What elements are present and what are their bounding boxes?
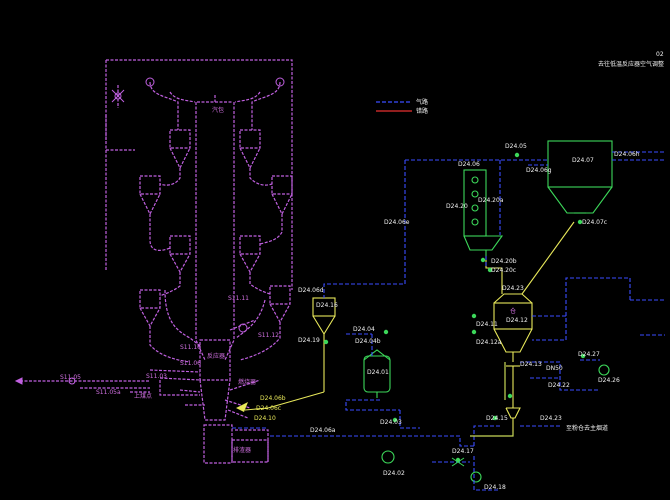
tag-d2401: D24.01 bbox=[367, 369, 389, 376]
furnace-low-label: 燃烧器 bbox=[238, 378, 256, 386]
filter-d2420 bbox=[463, 169, 487, 237]
tag-d2406g: D24.06g bbox=[526, 167, 552, 174]
furnace-bottom-label: 排渣器 bbox=[233, 446, 251, 454]
tag-dn50: DN50 bbox=[546, 365, 563, 372]
tag-s11-03: S11.03 bbox=[146, 373, 167, 380]
tag-d2411: D24.11 bbox=[476, 321, 498, 328]
left-cyclone-3 bbox=[169, 235, 191, 255]
legend-gas-label: 气路 bbox=[416, 98, 428, 106]
tag-d2406e: D24.06e bbox=[384, 219, 410, 226]
tag-s11-12: S11.12 bbox=[258, 332, 279, 339]
tag-s11-11: S11.11 bbox=[228, 295, 249, 302]
tag-d2403: D24.03 bbox=[380, 419, 402, 426]
left-cyclone-2 bbox=[169, 129, 191, 149]
right-cyclone-1 bbox=[239, 129, 261, 149]
tag-d2417: D24.17 bbox=[452, 448, 474, 455]
riser-left-wall bbox=[195, 102, 206, 361]
tag-d2412a: D24.12a bbox=[476, 339, 502, 346]
legend bbox=[376, 101, 412, 112]
tag-s11-05: S11.05 bbox=[60, 374, 81, 381]
tag-d2404: D24.04 bbox=[353, 326, 375, 333]
yellow-arrow bbox=[236, 402, 248, 412]
cfb-boiler-group bbox=[20, 59, 293, 464]
tag-d2415: D24.15 bbox=[486, 415, 508, 422]
drum-valve-right bbox=[275, 77, 285, 87]
top-right-code: 02 bbox=[656, 51, 664, 58]
right-cyclone-2 bbox=[271, 175, 293, 195]
tag-d2413: D24.13 bbox=[520, 361, 542, 368]
feed-line bbox=[470, 362, 514, 437]
bin-d2407 bbox=[547, 140, 613, 188]
rotary-feeder bbox=[505, 407, 521, 419]
left-cyclone-1 bbox=[139, 175, 161, 195]
tag-d2407c: D24.07c bbox=[582, 219, 607, 226]
separator-d2412 bbox=[493, 302, 533, 330]
discharge-label: 至粉仓去主烟道 bbox=[566, 424, 608, 432]
tag-d2416: D24.16 bbox=[316, 302, 338, 309]
tag-s11-10: S11.10 bbox=[180, 344, 201, 351]
tag-d2402: D24.02 bbox=[383, 470, 405, 477]
right-cyclone-4 bbox=[269, 285, 291, 305]
tag-d2405: D24.05 bbox=[505, 143, 527, 150]
inlet-label: 上煤点 bbox=[134, 392, 152, 400]
tag-d2420: D24.20 bbox=[446, 203, 468, 210]
furnace-body bbox=[199, 339, 231, 381]
valve-d2417-icon[interactable] bbox=[451, 457, 465, 467]
pump-d2402[interactable] bbox=[381, 450, 395, 464]
slag-discharger bbox=[203, 424, 233, 464]
drum-label: 汽包 bbox=[212, 106, 224, 114]
right-top-pipe bbox=[251, 81, 281, 130]
left-top-pipe bbox=[149, 81, 179, 130]
tag-d2419: D24.19 bbox=[298, 337, 320, 344]
gas-lines bbox=[232, 151, 665, 491]
top-frame-line bbox=[106, 59, 293, 290]
tag-d2420a: D24.20a bbox=[478, 197, 504, 204]
tag-s11-06: S11.06 bbox=[180, 360, 201, 367]
legend-water-label: 错路 bbox=[416, 107, 428, 115]
tag-d2406a: D24.06a bbox=[310, 427, 336, 434]
tag-d2422: D24.22 bbox=[548, 382, 570, 389]
tag-d2412: D24.12 bbox=[506, 317, 528, 324]
bin-label: 仓 bbox=[510, 307, 516, 315]
tag-d2427: D24.27 bbox=[578, 351, 600, 358]
top-right-note: 去往低温反应器空气调整 bbox=[598, 60, 664, 68]
tag-d2406c: D24.06c bbox=[256, 405, 281, 412]
furnace-mid-label: 反应器 bbox=[207, 352, 225, 360]
right-cyclone-3 bbox=[239, 235, 261, 255]
gas-line-d2406 bbox=[323, 160, 406, 298]
bin-outlet-pipe bbox=[521, 221, 575, 295]
instrument-dots bbox=[323, 152, 586, 463]
left-valves bbox=[14, 77, 285, 385]
pump-d2426[interactable] bbox=[598, 364, 610, 376]
tag-d2420c: D24.20c bbox=[491, 267, 516, 274]
tag-d2404b: D24.04b bbox=[355, 338, 381, 345]
drum-valve-left bbox=[145, 77, 155, 87]
tag-d2406h: D24.06h bbox=[614, 151, 640, 158]
tag-d2406b: D24.06b bbox=[260, 395, 286, 402]
yellow-equipment bbox=[244, 221, 575, 432]
tag-d2406-top: D24.06 bbox=[458, 161, 480, 168]
labels: 气路 错路 去往低温反应器空气调整 02 汽包 反应器 排渣器 上煤点 燃烧器 … bbox=[60, 51, 664, 491]
tag-d2423-bottom: D24.23 bbox=[540, 415, 562, 422]
pump-d2417-group bbox=[451, 457, 465, 467]
tag-d2406d: D24.06d bbox=[298, 287, 324, 294]
riser-right-wall bbox=[224, 102, 235, 361]
green-equipment bbox=[363, 140, 613, 483]
tag-d2420b: D24.20b bbox=[491, 258, 517, 265]
tag-d2426: D24.26 bbox=[598, 377, 620, 384]
pump-d2418[interactable] bbox=[470, 471, 482, 483]
tag-d2423: D24.23 bbox=[502, 285, 524, 292]
left-cyclone-4 bbox=[139, 289, 161, 309]
tag-d2410: D24.10 bbox=[254, 415, 276, 422]
tag-d2418: D24.18 bbox=[484, 484, 506, 491]
flow-arrow-icon bbox=[236, 402, 248, 412]
tag-s11-05a: S11.05a bbox=[96, 389, 121, 396]
tag-d2407: D24.07 bbox=[572, 157, 594, 164]
